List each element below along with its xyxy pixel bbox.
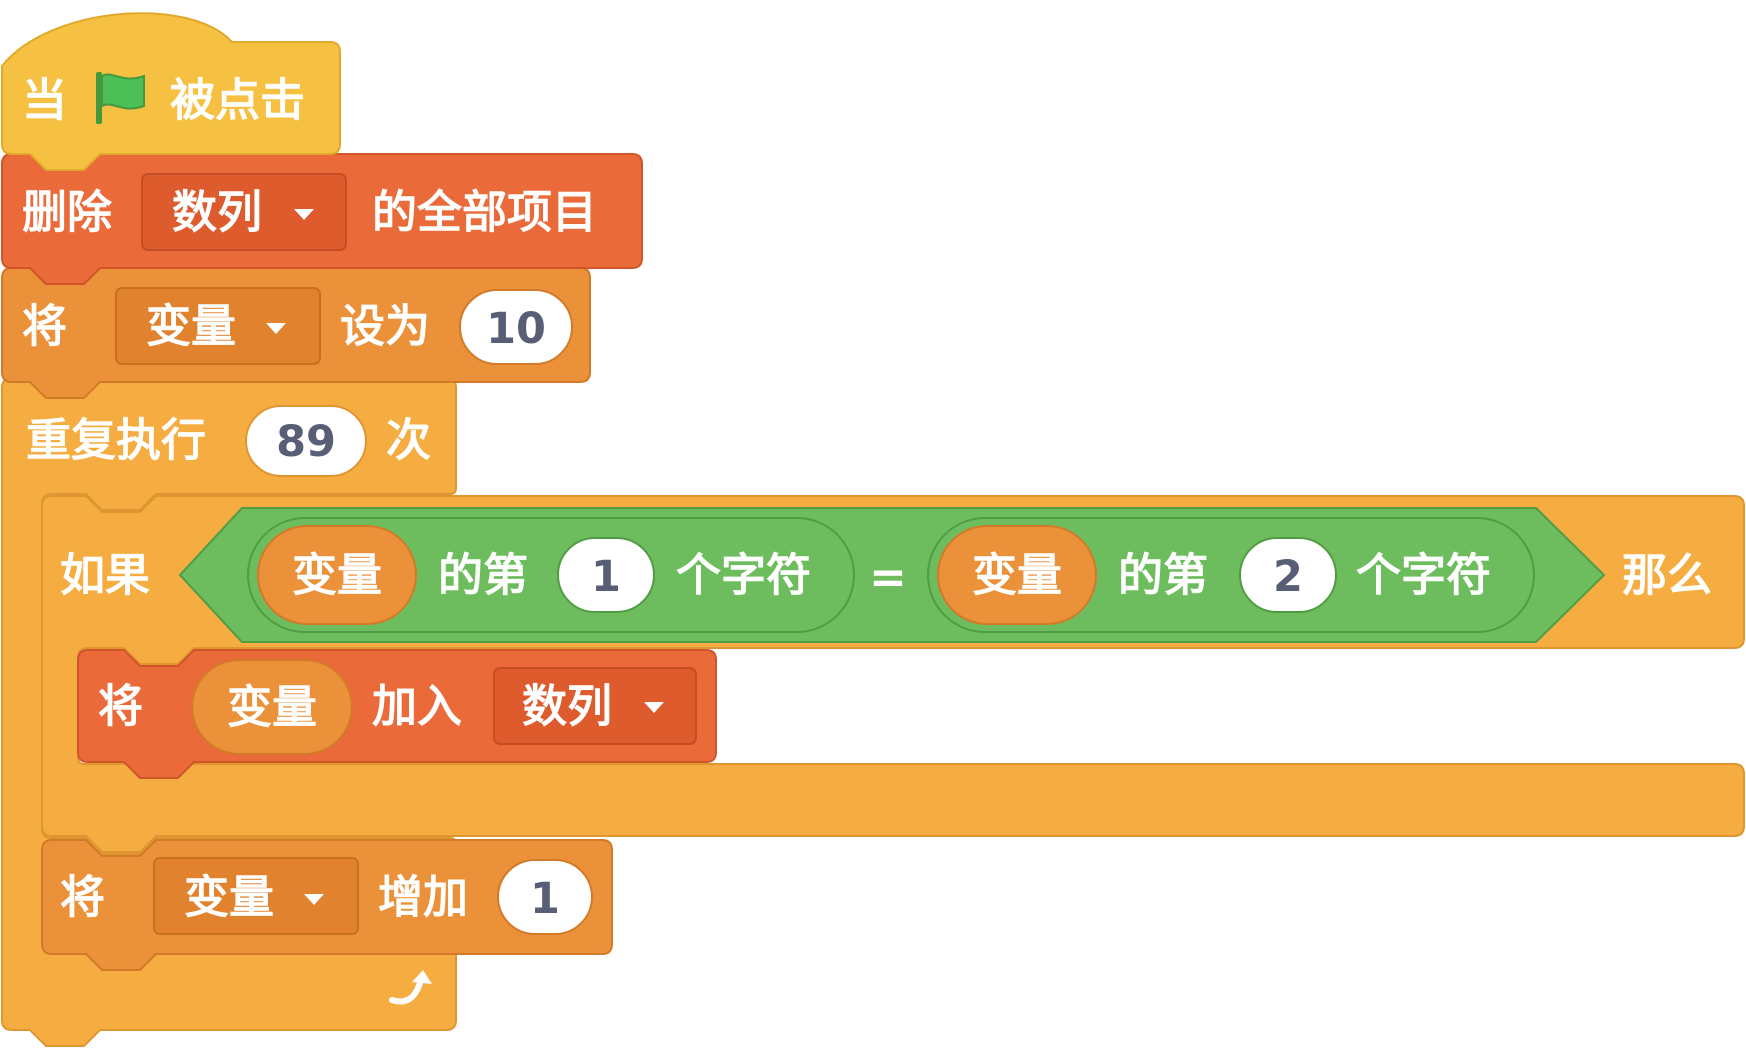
variable-dropdown-label: 变量: [146, 300, 236, 353]
change-variable-block[interactable]: 将 变量 增加 1: [41, 839, 613, 971]
equals-sign: =: [869, 551, 907, 604]
letter-char-label: 个字符: [1356, 549, 1491, 602]
chevron-down-icon: [294, 209, 314, 220]
set-variable-block[interactable]: 将 变量 设为 10: [1, 267, 591, 399]
set-value-input[interactable]: 10: [459, 289, 573, 365]
delete-all-list-block[interactable]: 删除 数列 的全部项目: [1, 153, 643, 285]
loop-arrow-icon: [389, 970, 432, 1005]
repeat-label: 重复执行: [26, 414, 206, 467]
variable-reporter-left[interactable]: 变量: [257, 525, 417, 625]
repeat-count-value: 89: [276, 417, 336, 467]
change-amount-value: 1: [530, 874, 560, 924]
letter-of-label: 的第: [438, 549, 528, 602]
delete-label: 删除: [22, 186, 113, 239]
letter-char-label: 个字符: [676, 549, 811, 602]
repeat-count-input[interactable]: 89: [245, 405, 367, 477]
list-dropdown-add[interactable]: 数列: [493, 667, 697, 745]
list-dropdown-delete[interactable]: 数列: [141, 173, 347, 251]
chevron-down-icon: [644, 702, 664, 713]
letter-of-reporter-right[interactable]: 变量 的第 2 个字符: [927, 517, 1535, 633]
all-items-label: 的全部项目: [372, 186, 597, 239]
add-to-label: 加入: [372, 680, 462, 733]
variable-dropdown-change[interactable]: 变量: [153, 857, 359, 935]
clicked-label: 被点击: [170, 74, 305, 127]
set-value: 10: [486, 304, 546, 354]
change-amount-input[interactable]: 1: [497, 859, 593, 935]
letter-index-input-right[interactable]: 2: [1239, 537, 1337, 613]
set-to-label: 设为: [340, 300, 430, 353]
when-label: 当: [22, 74, 67, 127]
letter-index-value: 2: [1273, 552, 1303, 602]
variable-reporter-right[interactable]: 变量: [937, 525, 1097, 625]
list-dropdown-label: 数列: [172, 186, 262, 239]
variable-reporter-label: 变量: [227, 681, 317, 734]
letter-index-value: 1: [591, 552, 621, 602]
list-dropdown-label: 数列: [522, 680, 612, 733]
change-by-label: 增加: [378, 871, 468, 924]
letter-index-input-left[interactable]: 1: [557, 537, 655, 613]
if-label: 如果: [60, 549, 150, 602]
add-to-list-block[interactable]: 将 变量 加入 数列: [77, 649, 717, 779]
variable-dropdown-label: 变量: [184, 871, 274, 924]
chevron-down-icon: [266, 323, 286, 334]
variable-dropdown-set[interactable]: 变量: [115, 287, 321, 365]
variable-reporter-label: 变量: [972, 549, 1062, 602]
then-label: 那么: [1622, 549, 1712, 602]
change-label: 将: [60, 871, 105, 924]
when-flag-clicked-block[interactable]: 当 被点击: [1, 12, 341, 171]
letter-of-label: 的第: [1118, 549, 1208, 602]
set-label: 将: [22, 300, 67, 353]
letter-of-reporter-left[interactable]: 变量 的第 1 个字符: [247, 517, 855, 633]
repeat-times-label: 次: [386, 414, 431, 467]
if-block[interactable]: 如果 那么 = 变量 的第 1 个字符: [41, 495, 1745, 853]
variable-reporter-label: 变量: [292, 549, 382, 602]
green-flag-icon[interactable]: [96, 72, 145, 124]
variable-reporter-add[interactable]: 变量: [191, 659, 353, 755]
chevron-down-icon: [304, 894, 324, 905]
equals-operator[interactable]: = 变量 的第 1 个字符 变量: [178, 507, 1606, 643]
add-label: 将: [98, 680, 143, 733]
